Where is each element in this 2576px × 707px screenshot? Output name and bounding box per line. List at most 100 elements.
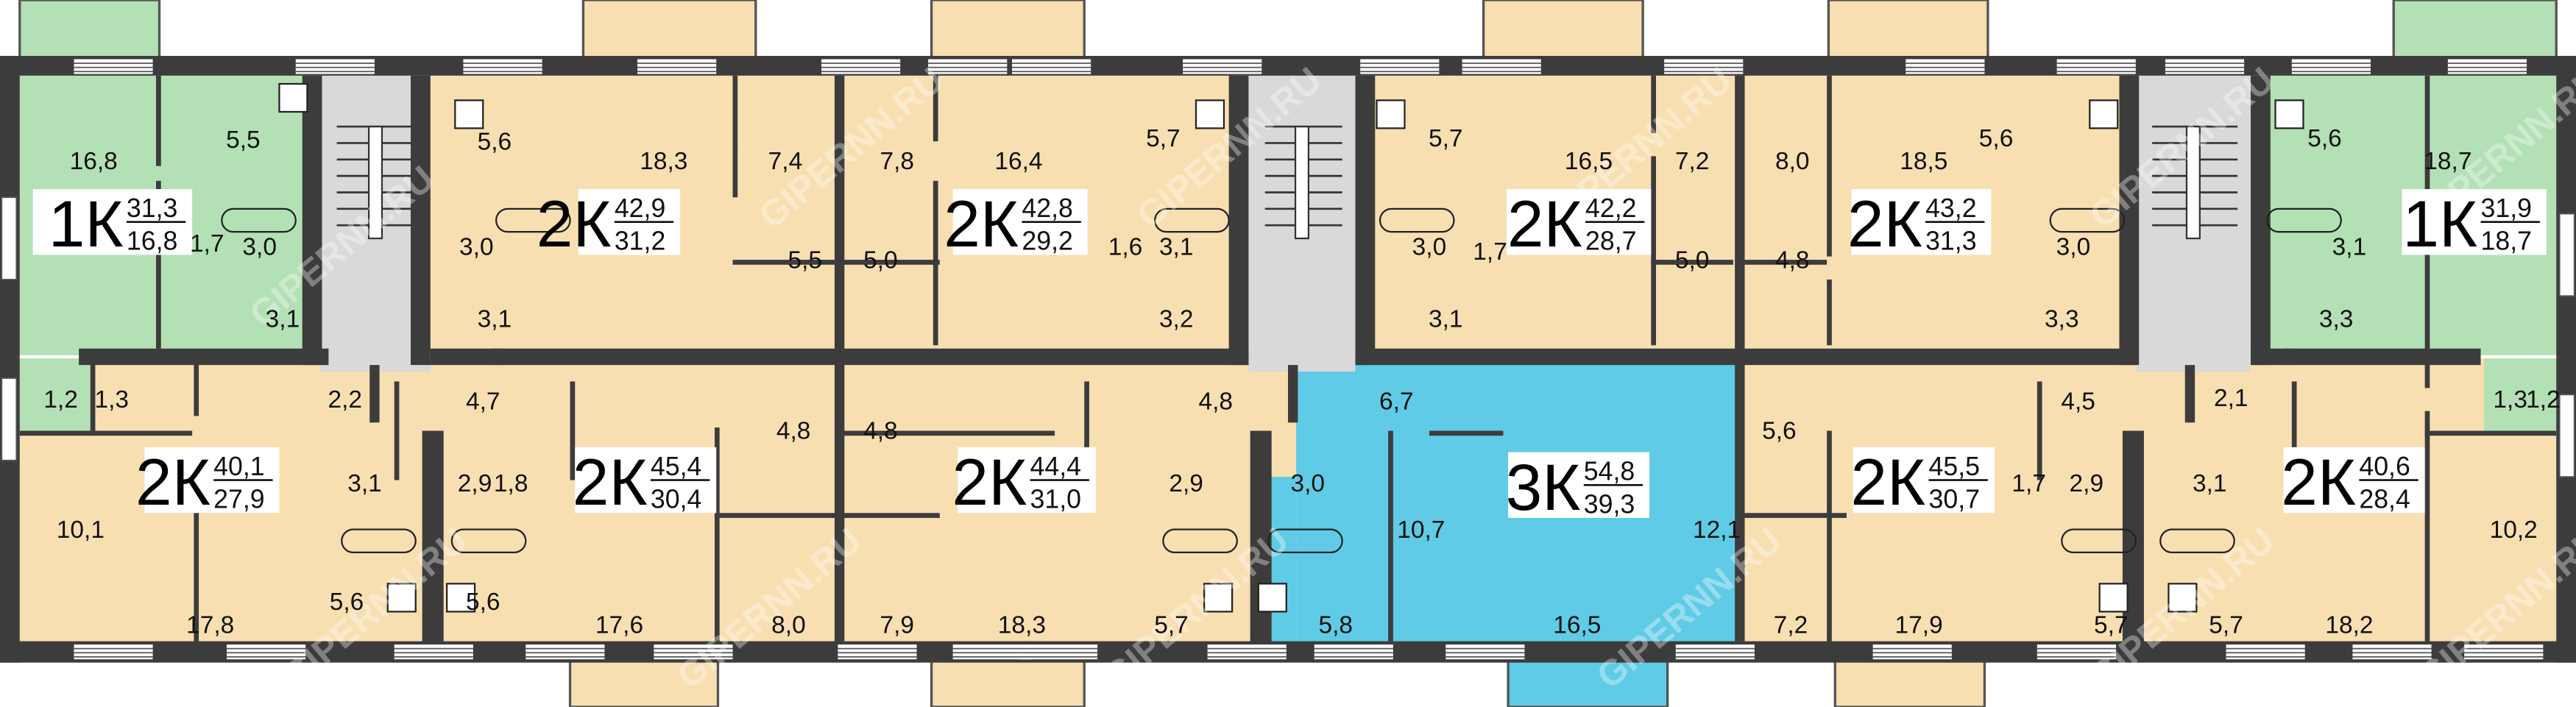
room-area: 3,1 [1159,233,1194,260]
living-area: 31,3 [1925,227,1976,256]
wall [834,75,845,642]
room-area: 7,4 [768,148,803,175]
apartment-1k-right-vestibule [2484,358,2557,431]
balcony-left-fill [19,0,160,60]
room-area: 1,2 [43,386,78,413]
room-area: 3,1 [347,470,382,497]
balcony-top-fill [581,0,757,61]
side-window [1,196,18,280]
bathtub-icon [2266,207,2342,233]
bathtub-icon [341,528,417,554]
partition-wall [156,180,161,349]
partition-wall [2424,411,2430,642]
living-area: 28,4 [2359,485,2410,514]
stair-handrail [368,125,383,240]
room-area: 5,7 [1146,125,1181,152]
room-area: 5,6 [1979,125,2014,152]
balcony-top-fill [1482,0,1644,61]
room-area: 3,0 [1412,233,1447,260]
room-area: 5,5 [226,127,261,154]
apartment-type: 2К [135,445,210,519]
partition-wall [933,75,938,142]
partition-wall [732,148,738,198]
apartment-type: 1К [49,187,124,260]
living-area: 29,2 [1022,227,1072,256]
apartment-type: 2К [952,445,1027,519]
total-area: 40,1 [213,452,264,481]
room-area: 18,5 [1900,148,1947,175]
room-area: 16,5 [1553,611,1601,639]
room-area: 7,9 [880,611,914,639]
living-area: 18,7 [2481,227,2532,256]
bathtub-icon [2049,207,2126,233]
total-area: 54,8 [1584,457,1635,486]
apartment-type: 2К [2281,445,2356,519]
room-area: 2,9 [1169,470,1203,497]
room-area: 1,2 [2526,386,2561,413]
partition-wall [841,430,1055,436]
partition-wall [1738,381,1744,480]
wall [0,55,20,663]
living-area: 31,2 [615,227,665,256]
partition-wall [194,493,199,642]
stove-icon [1376,99,1406,129]
room-area: 5,6 [1762,418,1797,445]
side-window [1,377,18,461]
room-area: 2,9 [458,470,492,497]
partition-wall [570,381,576,480]
bathtub-icon [495,207,571,233]
partition-wall [1827,430,1832,645]
total-area: 43,2 [1925,193,1976,223]
room-area: 4,7 [466,388,500,415]
wall [79,348,329,366]
balcony-top-fill [1827,0,1989,61]
room-area: 10,2 [2490,516,2538,544]
room-area: 3,0 [459,233,494,260]
living-area: 30,7 [1929,485,1980,514]
balcony-right-fill [2393,0,2557,60]
room-area: 5,0 [1675,246,1710,274]
room-area: 5,7 [1154,611,1189,639]
partition-wall [1744,513,1847,518]
partition-wall [2424,430,2557,436]
total-area: 31,3 [127,193,177,223]
room-area: 16,8 [70,148,118,175]
room-area: 16,4 [994,148,1042,175]
partition-wall [1744,260,1827,265]
room-area: 2,9 [2070,470,2104,497]
partition-wall [714,513,838,518]
room-area: 5,6 [330,589,364,616]
wall [411,75,431,366]
apartment-1k-left-vestibule [19,358,91,431]
room-area: 17,6 [595,611,643,639]
room-area: 3,1 [266,306,300,333]
wall [2251,348,2481,366]
room-area: 5,6 [2307,125,2342,152]
wall [2119,75,2140,366]
room-area: 3,1 [2332,233,2367,260]
room-area: 5,7 [2094,611,2129,639]
wall [2184,365,2195,423]
stove-icon [2274,99,2304,129]
room-area: 1,7 [190,230,224,257]
room-area: 18,3 [998,611,1046,639]
partition-wall [156,75,161,166]
room-area: 1,2 [2526,386,2561,413]
room-area: 6,7 [1379,388,1414,415]
room-area: 3,0 [242,233,277,260]
living-area: 28,7 [1585,227,1636,256]
partition-wall [90,358,96,431]
